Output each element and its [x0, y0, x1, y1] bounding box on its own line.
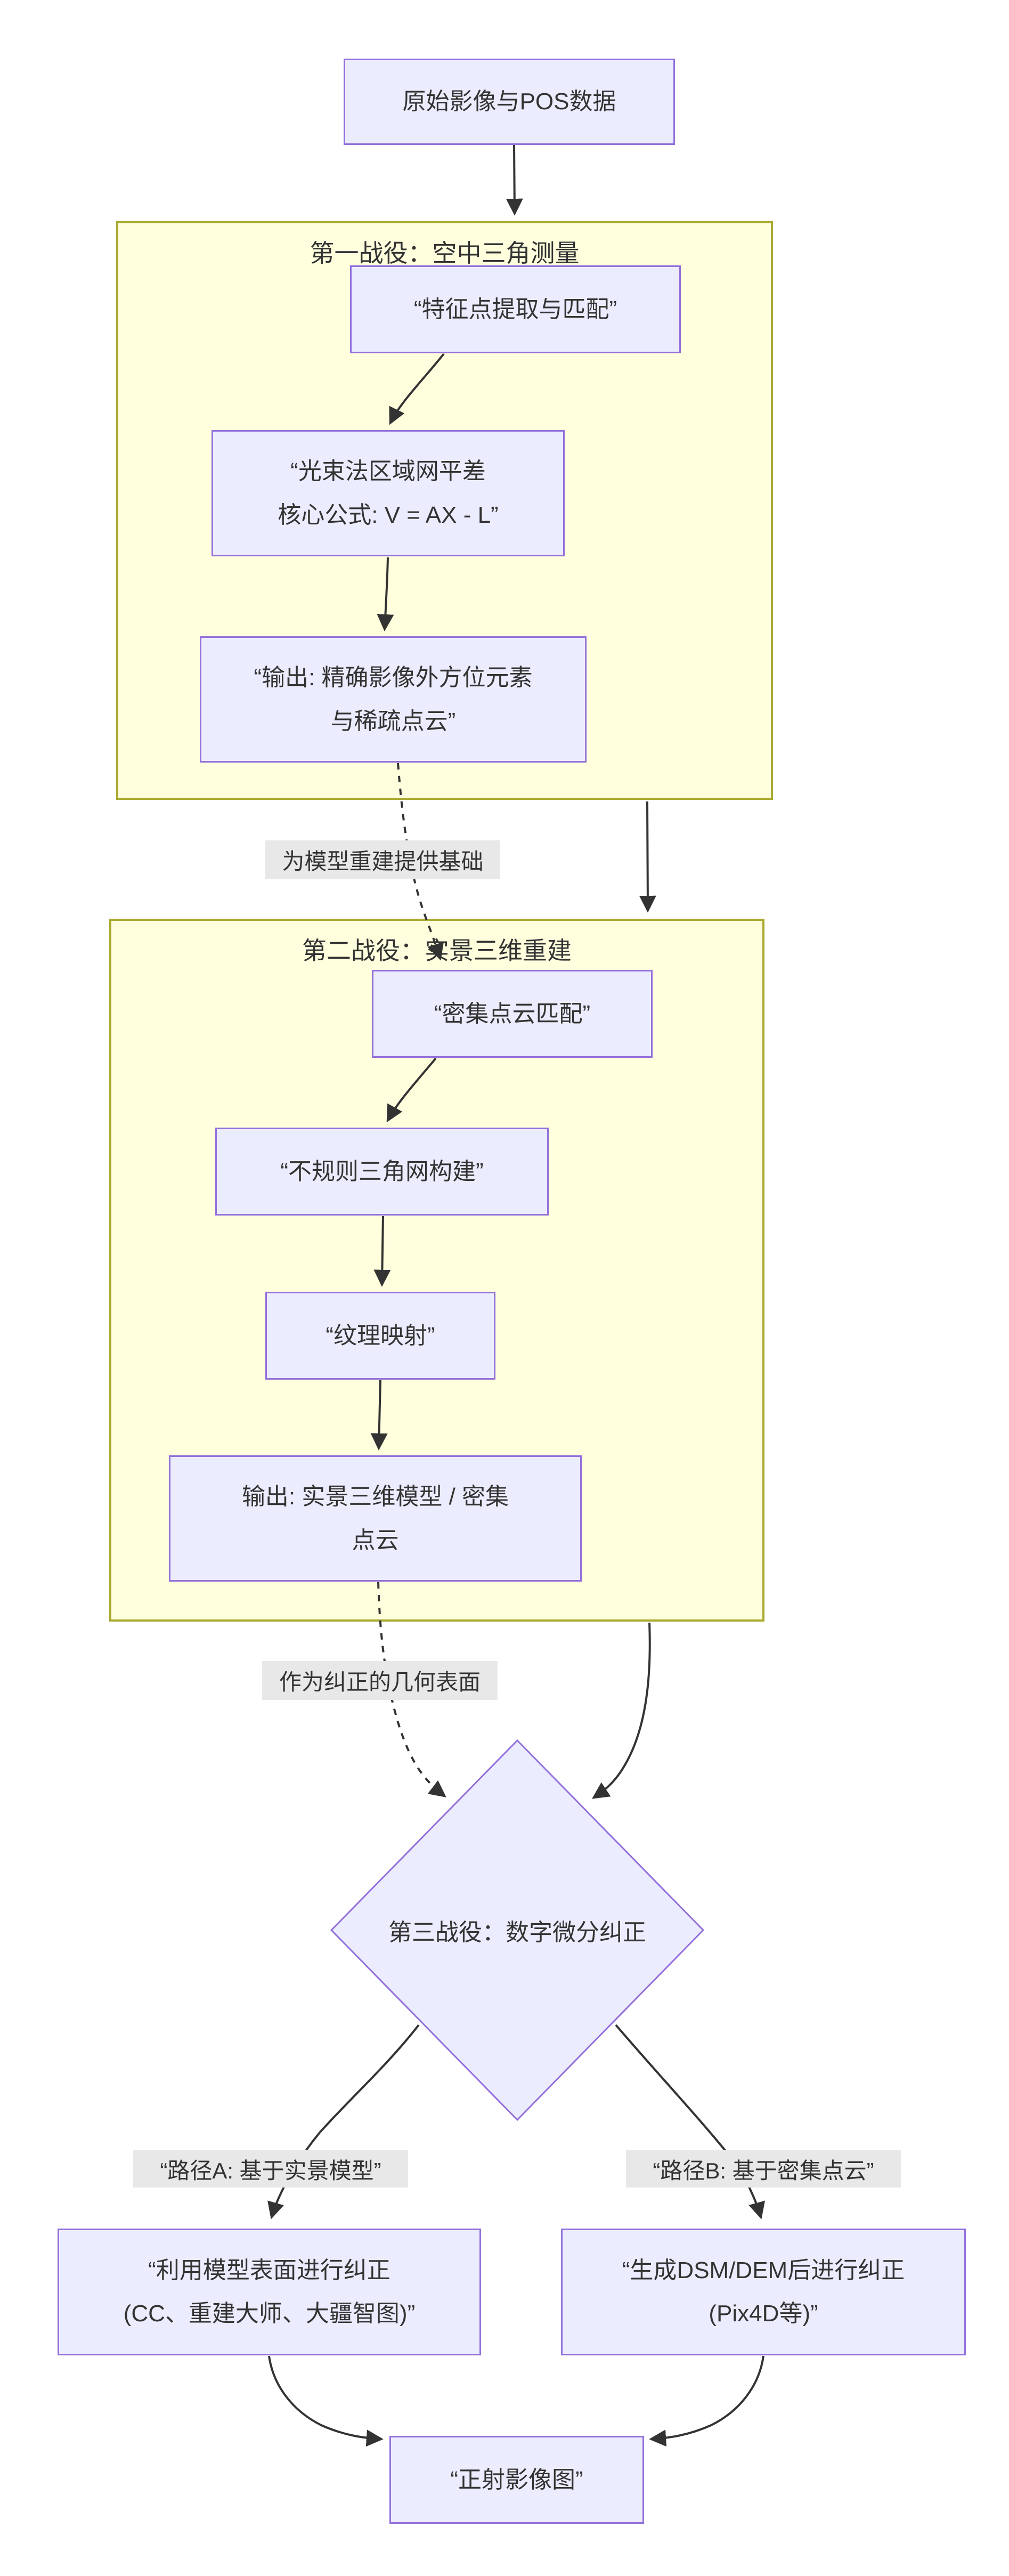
- node-bundle-adjustment: “光束法区域网平差 核心公式: V = AX - L”: [211, 430, 565, 556]
- node-reconstruction-output-line2: 点云: [352, 1527, 399, 1553]
- node-route-b-method: “生成DSM/DEM后进行纠正 (Pix4D等)”: [561, 2229, 966, 2355]
- decision-diamond-text: 第三战役：数字微分纠正: [388, 1919, 646, 1946]
- node-feature-extraction-label: “特征点提取与匹配”: [413, 296, 617, 322]
- node-orthophoto: “正射影像图”: [389, 2436, 644, 2524]
- edge-output-to-densematch-dotted: [397, 763, 444, 961]
- edge-label-route-a-text: “路径A: 基于实景模型”: [160, 2158, 381, 2183]
- edge-label-route-a: “路径A: 基于实景模型”: [133, 2150, 408, 2188]
- node-texture-mapping-label: “纹理映射”: [326, 1322, 435, 1349]
- node-dense-point-matching-label: “密集点云匹配”: [434, 1000, 591, 1027]
- node-aerotriangulation-output-line1: “输出: 精确影像外方位元素: [254, 665, 533, 691]
- cluster-aerial-triangulation-title: 第一战役：空中三角测量: [310, 239, 580, 267]
- edge-routea-to-orthophoto: [268, 2355, 384, 2447]
- node-aerotriangulation-output: “输出: 精确影像外方位元素 与稀疏点云”: [200, 636, 587, 763]
- node-route-b-method-line1: “生成DSM/DEM后进行纠正: [622, 2257, 905, 2283]
- node-bundle-adjustment-line1: “光束法区域网平差: [290, 458, 486, 485]
- edge-campaign1-to-campaign2: [639, 801, 656, 913]
- edge-bundle-to-output: [377, 557, 394, 631]
- node-raw-images-pos-label: 原始影像与POS数据: [402, 88, 616, 115]
- node-raw-images-pos: 原始影像与POS数据: [344, 59, 675, 145]
- edge-label-route-b: “路径B: 基于密集点云”: [626, 2150, 901, 2188]
- node-orthophoto-label: “正射影像图”: [450, 2466, 583, 2493]
- node-route-a-method-line1: “利用模型表面进行纠正: [148, 2257, 390, 2283]
- node-reconstruction-output: 输出: 实景三维模型 / 密集 点云: [169, 1455, 582, 1582]
- edge-rawdata-to-campaign1: [506, 144, 523, 216]
- node-aerotriangulation-output-line2: 与稀疏点云”: [330, 708, 456, 734]
- node-feature-extraction: “特征点提取与匹配”: [350, 265, 681, 353]
- edge-decision-to-routeb: [615, 2024, 766, 2219]
- edge-reconoutput-to-decision-dotted: [377, 1582, 446, 1797]
- edge-label-route-b-text: “路径B: 基于密集点云”: [653, 2158, 874, 2183]
- edge-label-geometric-surface-text: 作为纠正的几何表面: [279, 1670, 481, 1695]
- edge-label-provide-basis: 为模型重建提供基础: [265, 840, 500, 879]
- node-tin-construction-label: “不规则三角网构建”: [280, 1158, 484, 1185]
- node-route-a-method-line2: (CC、重建大师、大疆智图)”: [123, 2300, 416, 2327]
- node-tin-construction: “不规则三角网构建”: [215, 1128, 549, 1216]
- edge-feature-to-bundle: [389, 353, 445, 425]
- edge-texture-to-reconoutput: [370, 1380, 388, 1451]
- edge-campaign2-to-decision: [592, 1622, 651, 1799]
- node-route-a-method: “利用模型表面进行纠正 (CC、重建大师、大疆智图)”: [58, 2229, 481, 2355]
- edge-label-provide-basis-text: 为模型重建提供基础: [282, 849, 484, 874]
- node-route-b-method-line2: (Pix4D等)”: [709, 2300, 818, 2327]
- node-texture-mapping: “纹理映射”: [265, 1292, 495, 1380]
- edge-tin-to-texture: [373, 1216, 391, 1287]
- edge-routeb-to-orthophoto: [649, 2355, 764, 2447]
- edge-densematch-to-tin: [386, 1057, 437, 1123]
- edge-label-geometric-surface: 作为纠正的几何表面: [262, 1661, 498, 1700]
- node-bundle-adjustment-line2: 核心公式: V = AX - L”: [278, 501, 499, 528]
- decision-diamond-shape: [330, 1739, 705, 2121]
- edge-decision-to-routea: [267, 2024, 420, 2219]
- node-reconstruction-output-line1: 输出: 实景三维模型 / 密集: [241, 1484, 509, 1510]
- node-dense-point-matching: “密集点云匹配”: [372, 970, 653, 1058]
- decision-diamond-label: 第三战役：数字微分纠正: [331, 1740, 703, 2120]
